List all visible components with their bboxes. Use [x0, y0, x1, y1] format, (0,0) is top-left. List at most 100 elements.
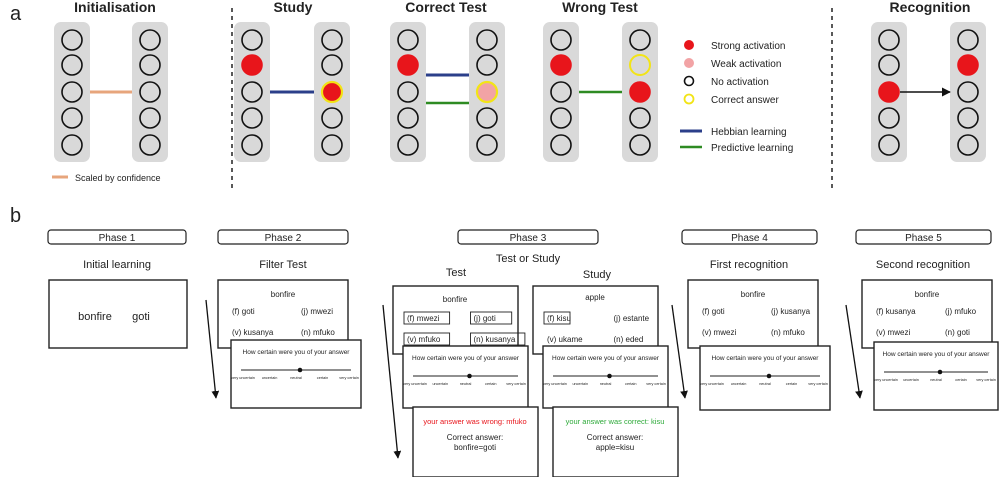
option: (f) mwezi	[407, 314, 440, 323]
node	[241, 134, 263, 156]
confidence-tick: very uncertain	[700, 382, 724, 386]
confidence-slider-dot	[766, 373, 772, 379]
confidence-tick: very certain	[646, 382, 666, 386]
option: (j) kusanya	[771, 307, 811, 316]
phase-3-test-label: Test	[446, 267, 466, 279]
confidence-tick: uncertain	[903, 378, 919, 382]
confidence-tick: neutral	[600, 382, 612, 386]
column-correct-left	[390, 22, 426, 162]
legend-weak-marker	[684, 58, 694, 68]
node	[139, 54, 161, 76]
title-wrong-test: Wrong Test	[562, 0, 638, 15]
study-cue: apple	[585, 293, 605, 302]
phase-1-screen	[48, 279, 188, 349]
node	[476, 54, 498, 76]
node	[241, 81, 263, 103]
confidence-question: How certain were you of your answer	[712, 355, 820, 362]
confidence-tick: very uncertain	[403, 382, 427, 386]
node	[476, 107, 498, 129]
test-cue: bonfire	[443, 295, 468, 304]
option: (j) goti	[474, 314, 496, 323]
phase-5-pill	[855, 229, 992, 245]
node	[550, 81, 572, 103]
option: (v) ukame	[547, 335, 583, 344]
scaled-caption: Scaled by confidence	[75, 173, 161, 183]
phase-4-pill	[681, 229, 818, 245]
title-initialisation: Initialisation	[74, 0, 156, 15]
confidence-tick: certain	[485, 382, 496, 386]
node	[957, 81, 979, 103]
phase-1-pill-label: Phase 1	[99, 233, 136, 244]
node	[321, 134, 343, 156]
confidence-question: How certain were you of your answer	[552, 355, 660, 362]
confidence-tick: neutral	[759, 382, 771, 386]
confidence-tick: certain	[955, 378, 966, 382]
study-correct-label: Correct answer:	[587, 433, 643, 442]
node	[957, 107, 979, 129]
test-feedback: your answer was wrong: mfuko	[423, 417, 526, 426]
option: (v) mfuko	[407, 335, 441, 344]
node	[629, 134, 651, 156]
phase-1-subtitle: Initial learning	[83, 259, 151, 271]
node	[61, 134, 83, 156]
node	[957, 54, 979, 76]
confidence-tick: very certain	[976, 378, 996, 382]
phase-3-pill	[457, 229, 599, 245]
confidence-tick: uncertain	[262, 376, 278, 380]
phase-1-cue: bonfire	[78, 311, 112, 323]
legend-strong: Strong activation	[711, 41, 786, 52]
phase-1-pill	[47, 229, 187, 245]
node	[397, 107, 419, 129]
sequence-arrow	[205, 299, 220, 399]
option: (n) mfuko	[771, 328, 805, 337]
test-correct-pair: bonfire=goti	[454, 443, 496, 452]
node	[397, 81, 419, 103]
phase-3-subtitle: Test or Study	[496, 253, 561, 265]
node	[957, 134, 979, 156]
node	[61, 54, 83, 76]
sequence-arrow	[671, 304, 688, 399]
column-recog-right	[950, 22, 986, 162]
option: (v) kusanya	[232, 328, 274, 337]
node	[139, 107, 161, 129]
panel-b-label: b	[10, 205, 21, 227]
phase-4-screen	[687, 279, 819, 349]
confidence-slider-dot	[297, 367, 303, 373]
option: (f) goti	[232, 307, 255, 316]
confidence-question: How certain were you of your answer	[412, 355, 520, 362]
node	[320, 80, 344, 104]
option: (n) goti	[945, 328, 970, 337]
confidence-screen	[402, 345, 529, 409]
legend-strong-marker	[684, 40, 694, 50]
study-correct-pair: apple=kisu	[596, 443, 634, 452]
confidence-screen	[873, 341, 999, 411]
legend-hebbian: Hebbian learning	[711, 127, 787, 138]
phase-2-cue: bonfire	[271, 290, 296, 299]
legend-predictive: Predictive learning	[711, 143, 793, 154]
node	[321, 107, 343, 129]
column-study-left	[234, 22, 270, 162]
node	[878, 29, 900, 51]
panel-a-label: a	[10, 3, 22, 25]
node	[550, 54, 572, 76]
legend-weak: Weak activation	[711, 59, 781, 70]
confidence-tick: very certain	[339, 376, 359, 380]
node	[476, 134, 498, 156]
option: (n) kusanya	[474, 335, 516, 344]
confidence-tick: uncertain	[432, 382, 448, 386]
node	[61, 107, 83, 129]
legend-none-marker	[683, 75, 695, 87]
node	[321, 29, 343, 51]
option-box	[403, 311, 451, 325]
node	[321, 54, 343, 76]
option: (f) goti	[702, 307, 725, 316]
option: (v) mwezi	[876, 328, 910, 337]
option: (v) mwezi	[702, 328, 736, 337]
confidence-tick: very certain	[808, 382, 828, 386]
option: (f) kusanya	[876, 307, 916, 316]
study-feedback: your answer was correct: kisu	[566, 417, 665, 426]
confidence-tick: neutral	[460, 382, 472, 386]
node	[241, 29, 263, 51]
node	[629, 29, 651, 51]
option-box	[470, 311, 513, 325]
